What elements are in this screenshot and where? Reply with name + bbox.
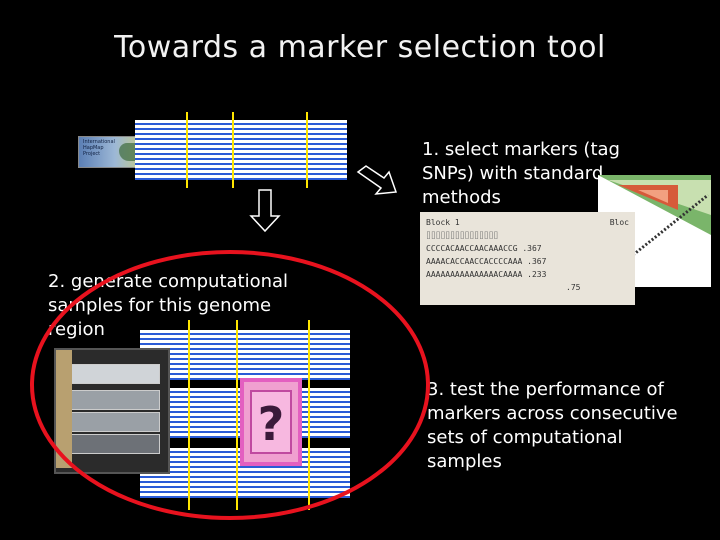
hap-table-header-right: Bloc: [609, 218, 629, 227]
step3-text: 3. test the performance of markers acros…: [427, 378, 678, 474]
hap-table-row: AAAACACCAACCACCCCAAA .367: [426, 257, 547, 266]
hap-table-footer: .75: [566, 283, 581, 292]
hap-table-header-left: Block 1: [426, 218, 460, 227]
logo-line-3: Project: [83, 151, 101, 157]
down-arrow-icon: [249, 189, 281, 233]
marker-line-bottom-2: [236, 320, 238, 510]
step1-line-1: 1. select markers (tag: [422, 139, 620, 160]
genome-region-top: [135, 120, 347, 180]
step3-line-1: 3. test the performance of: [427, 379, 664, 400]
step1-line-2: SNPs) with standard: [422, 163, 604, 184]
step2-line-2: samples for this genome: [48, 295, 272, 316]
step1-line-3: methods: [422, 187, 501, 208]
step3-line-3: sets of computational: [427, 427, 623, 448]
haplotype-table: Block 1 Bloc ⌷⌷⌷⌷⌷⌷⌷⌷⌷⌷⌷⌷⌷⌷⌷ CCCCACAACCA…: [420, 212, 635, 305]
hap-table-markers: ⌷⌷⌷⌷⌷⌷⌷⌷⌷⌷⌷⌷⌷⌷⌷: [426, 231, 499, 240]
ld-plot-graphic: [598, 175, 711, 277]
marker-line-top-1: [186, 112, 188, 188]
server-rack-image: [54, 348, 170, 474]
step2-line-1: 2. generate computational: [48, 271, 289, 292]
step3-line-4: samples: [427, 451, 502, 472]
hap-table-row: AAAAAAAAAAAAAAACAAAA .233: [426, 270, 547, 279]
step1-text: 1. select markers (tag SNPs) with standa…: [422, 138, 620, 210]
question-mark-icon: ?: [240, 378, 302, 466]
marker-line-bottom-3: [308, 320, 310, 510]
logo-line-2: HapMap: [83, 145, 104, 151]
hap-table-row: CCCCACAACCAACAAACCG .367: [426, 244, 542, 253]
diagonal-arrow-icon: [356, 165, 398, 195]
marker-line-top-3: [306, 112, 308, 188]
slide-title: Towards a marker selection tool: [114, 30, 606, 65]
logo-line-1: International: [83, 139, 115, 145]
marker-line-top-2: [232, 112, 234, 188]
question-mark-glyph: ?: [257, 397, 285, 451]
sample-block-1: [140, 330, 350, 380]
step3-line-2: markers across consecutive: [427, 403, 678, 424]
marker-line-bottom-1: [188, 320, 190, 510]
ld-plot: [598, 175, 711, 287]
